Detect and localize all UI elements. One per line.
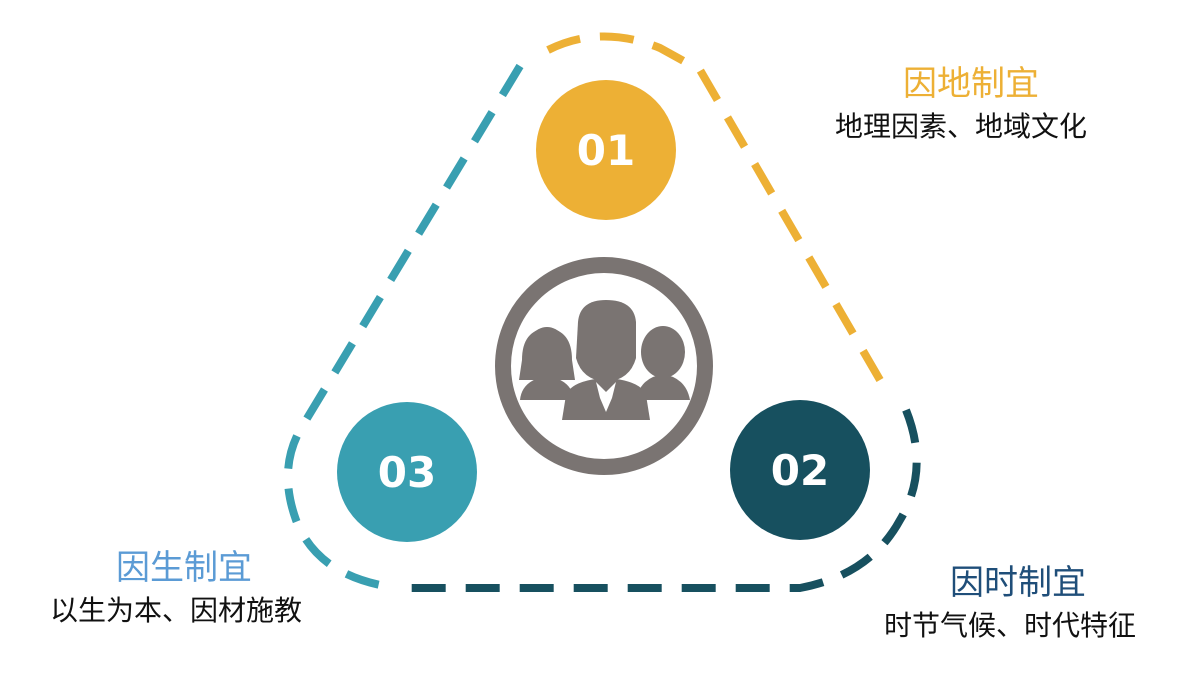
dashed-edge-right-top: [546, 32, 884, 383]
people-group-icon: [495, 257, 713, 475]
node-01-circle: [536, 80, 676, 220]
label-group-01: 因地制宜 地理因素、地域文化: [835, 64, 1087, 144]
node-01-number: 01: [577, 126, 635, 175]
label-02-description: 时节气候、时代特征: [884, 609, 1137, 642]
node-03-circle: [337, 402, 477, 542]
label-group-03: 因生制宜 以生为本、因材施教: [50, 548, 302, 628]
dashed-edge-right-bottom: [406, 408, 921, 592]
label-01-description: 地理因素、地域文化: [835, 110, 1088, 143]
node-01: 01: [536, 80, 676, 220]
dashed-edge-left: [284, 63, 524, 592]
node-02: 02: [730, 400, 870, 540]
label-group-02: 因时制宜 时节气候、时代特征: [884, 563, 1136, 643]
node-02-circle: [730, 400, 870, 540]
dashed-triangle-outline: [284, 32, 921, 592]
label-02-title: 因时制宜: [950, 563, 1086, 603]
label-03-title: 因生制宜: [116, 548, 252, 588]
node-02-number: 02: [771, 446, 829, 495]
label-03-description: 以生为本、因材施教: [50, 594, 303, 627]
node-03-number: 03: [378, 448, 436, 497]
node-03: 03: [337, 402, 477, 542]
label-01-title: 因地制宜: [903, 64, 1039, 104]
